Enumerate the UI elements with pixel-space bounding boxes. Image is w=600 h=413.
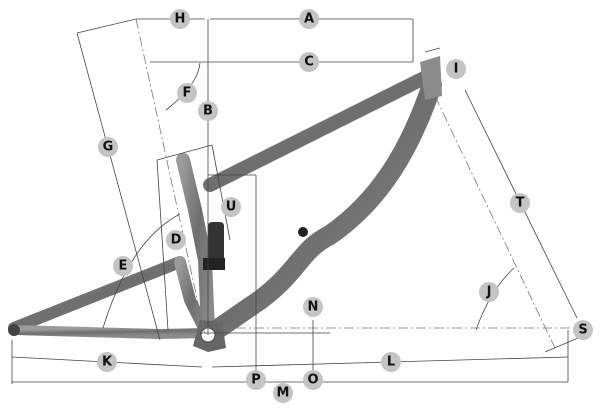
label-F: F bbox=[177, 83, 197, 103]
label-M: M bbox=[273, 383, 293, 403]
label-N: N bbox=[303, 297, 323, 317]
svg-text:U: U bbox=[226, 200, 237, 215]
head-tube bbox=[420, 56, 442, 100]
label-I: I bbox=[446, 59, 466, 79]
svg-text:H: H bbox=[175, 12, 186, 27]
pivot bbox=[298, 227, 308, 237]
svg-text:D: D bbox=[171, 233, 182, 248]
label-P: P bbox=[246, 370, 266, 390]
label-L: L bbox=[381, 352, 401, 372]
label-G: G bbox=[98, 137, 118, 157]
label-O: O bbox=[303, 370, 323, 390]
label-B: B bbox=[198, 101, 218, 121]
svg-text:I: I bbox=[454, 62, 459, 77]
label-D: D bbox=[166, 230, 186, 250]
svg-text:N: N bbox=[308, 300, 319, 315]
dimension-lines bbox=[11, 18, 579, 384]
svg-text:G: G bbox=[103, 140, 114, 155]
svg-text:T: T bbox=[516, 196, 525, 211]
svg-text:J: J bbox=[486, 285, 492, 300]
label-K: K bbox=[97, 352, 117, 372]
label-J: J bbox=[479, 282, 499, 302]
rear-dropout bbox=[8, 324, 20, 336]
label-E: E bbox=[113, 256, 133, 276]
svg-text:B: B bbox=[203, 104, 213, 119]
svg-text:E: E bbox=[119, 259, 128, 274]
svg-text:A: A bbox=[304, 12, 314, 27]
svg-text:C: C bbox=[304, 55, 314, 70]
label-H: H bbox=[170, 9, 190, 29]
svg-text:S: S bbox=[578, 323, 587, 338]
svg-text:O: O bbox=[307, 373, 318, 388]
label-U: U bbox=[221, 197, 241, 217]
label-T: T bbox=[510, 193, 530, 213]
svg-text:P: P bbox=[251, 373, 261, 388]
svg-text:F: F bbox=[183, 86, 192, 101]
label-S: S bbox=[573, 320, 593, 340]
bike-frame bbox=[8, 56, 442, 352]
label-C: C bbox=[299, 52, 319, 72]
svg-text:M: M bbox=[277, 386, 290, 401]
svg-text:K: K bbox=[102, 355, 113, 370]
svg-text:L: L bbox=[387, 355, 395, 370]
label-A: A bbox=[299, 9, 319, 29]
